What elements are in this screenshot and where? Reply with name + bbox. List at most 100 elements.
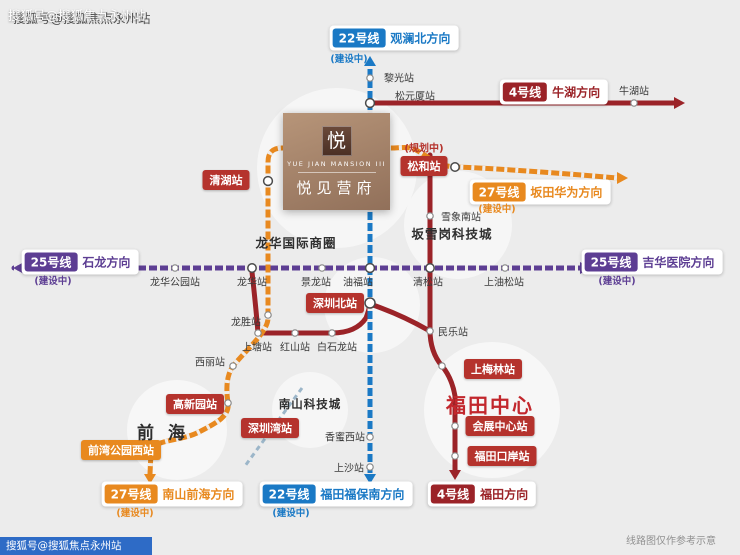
station-dot-longhuagongyuan <box>171 264 179 272</box>
station-label-longhua: 龙华站 <box>237 277 267 289</box>
line4-chip: 4号线 <box>502 82 548 102</box>
station-dot-xuexiangnan <box>426 212 434 220</box>
station-label-niuhu: 牛湖站 <box>619 86 649 98</box>
terminus-line4-north: 4号线 牛湖方向 <box>499 79 609 105</box>
station-planned-note: (规划中) <box>404 143 444 155</box>
terminus-line22-south: 22号线 福田福保南方向 <box>259 481 413 507</box>
line27-east-direction: 坂田华为方向 <box>530 185 603 200</box>
area-label-banxuegang: 坂雪岗科技城 <box>411 226 493 242</box>
line27-chip: 27号线 <box>472 182 526 202</box>
line25-chip: 25号线 <box>24 252 78 272</box>
station-dot-shangyousong <box>501 264 509 272</box>
station-badge-huizhan: 会展中心站 <box>465 416 535 436</box>
station-label-hongshan: 红山站 <box>280 342 310 354</box>
station-badge-shenzhenbei: 深圳北站 <box>306 293 364 313</box>
station-dot-youfu <box>364 262 376 274</box>
arrow-line22-south <box>364 474 376 484</box>
project-logo-en: YUE JIAN MANSION III <box>287 159 386 168</box>
station-label-shangtang: 上塘站 <box>242 342 272 354</box>
area-label-qianhai: 前 海 <box>137 423 189 444</box>
station-dot-longsheng <box>264 311 272 319</box>
terminus-line25-east: 25号线 吉华医院方向 <box>581 249 723 275</box>
station-dot-qingsong <box>425 263 435 273</box>
watermark-top: 搜狐号@搜狐焦点永州站 <box>8 8 146 23</box>
station-dot-songhe <box>450 162 460 172</box>
station-dot-niuhu <box>630 99 638 107</box>
station-label-longsheng: 龙胜站 <box>231 317 261 329</box>
station-label-liguang: 黎光站 <box>384 73 414 85</box>
station-label-xuexiangnan: 雪象南站 <box>441 212 481 224</box>
arrow-line27-east <box>617 172 628 184</box>
station-label-youfu: 油福站 <box>343 277 373 289</box>
arrow-line4-south <box>449 470 461 480</box>
line4-chip-south: 4号线 <box>430 484 476 504</box>
line22-chip: 22号线 <box>332 28 386 48</box>
line25-west-status: (建设中) <box>34 276 72 287</box>
terminus-line4-south: 4号线 福田方向 <box>427 481 537 507</box>
station-dot-qinghu <box>262 175 274 187</box>
station-dot-minle <box>426 327 434 335</box>
station-dot-futiankouan <box>451 452 459 460</box>
line22-north-direction: 观澜北方向 <box>390 31 451 46</box>
arrow-line25-west <box>13 262 24 274</box>
line25-east-status: (建设中) <box>598 276 636 287</box>
station-label-qingsong: 清松站 <box>413 277 443 289</box>
line25-east-direction: 吉华医院方向 <box>642 255 715 270</box>
station-dot-xili <box>229 362 237 370</box>
line25-west-direction: 石龙方向 <box>82 255 131 270</box>
station-badge-qinghu: 清湖站 <box>202 170 250 190</box>
station-badge-futiankouan: 福田口岸站 <box>467 446 537 466</box>
project-logo-name: 悦见营府 <box>296 178 377 197</box>
project-logo-emblem: 悦 <box>321 125 352 156</box>
station-dot-liguang <box>366 74 374 82</box>
watermark-top-shadow: 搜狐号@搜狐焦点永州站 <box>13 11 151 26</box>
station-dot-longhua <box>247 263 257 273</box>
area-label-longhua-biz: 龙华国际商圈 <box>255 235 337 251</box>
area-label-nanshan: 南山科技城 <box>278 397 342 411</box>
terminus-line27-south: 27号线 南山前海方向 <box>101 481 243 507</box>
station-badge-shangmeilin: 上梅林站 <box>464 359 522 379</box>
station-badge-gaoxinyuan: 高新园站 <box>166 394 224 414</box>
station-label-baishilong: 白石龙站 <box>317 342 357 354</box>
station-dot-hongshan <box>291 329 299 337</box>
line27-east-status: (建设中) <box>478 204 516 215</box>
line27-south-status: (建设中) <box>116 508 154 519</box>
station-dot-gaoxinyuan <box>224 399 232 407</box>
station-label-shangyousong: 上油松站 <box>484 277 524 289</box>
station-dot-jinglong <box>318 264 326 272</box>
station-dot-baishilong <box>328 329 336 337</box>
line22-chip-south: 22号线 <box>262 484 316 504</box>
station-label-minle: 民乐站 <box>438 327 468 339</box>
arrow-line4-north <box>674 97 685 109</box>
line22-south-status: (建设中) <box>272 508 310 519</box>
station-badge-qianwan: 前湾公园西站 <box>81 440 161 460</box>
station-badge-shenzhenwan: 深圳湾站 <box>241 418 299 438</box>
station-dot-songyuanxia <box>364 97 376 109</box>
station-dot-xiangmixi <box>366 433 374 441</box>
area-label-futian: 福田中心 <box>446 393 534 418</box>
project-logo-divider <box>297 171 376 173</box>
line25-chip-east: 25号线 <box>584 252 638 272</box>
map-disclaimer: 线路图仅作参考示意 <box>626 536 716 547</box>
watermark-bottom: 搜狐号@搜狐焦点永州站 <box>0 537 152 555</box>
project-logo: 悦 YUE JIAN MANSION III 悦见营府 <box>283 113 390 210</box>
line22-south-direction: 福田福保南方向 <box>320 487 405 502</box>
station-dot-shangmeilin <box>438 362 446 370</box>
station-label-songyuanxia: 松元厦站 <box>395 91 435 103</box>
station-dot-shenzhenbei <box>364 297 376 309</box>
station-label-longhuagongyuan: 龙华公园站 <box>150 277 200 289</box>
station-label-shangsha: 上沙站 <box>334 463 364 475</box>
arrow-line22-north <box>364 56 376 66</box>
station-dot-shangsha <box>366 463 374 471</box>
line22-north-status: (建设中) <box>330 54 368 65</box>
terminus-line25-west: 25号线 石龙方向 <box>21 249 139 275</box>
station-label-xili: 西丽站 <box>195 357 225 369</box>
line4-north-direction: 牛湖方向 <box>552 85 601 100</box>
arrow-line27-south <box>144 474 156 484</box>
terminus-line27-east: 27号线 坂田华为方向 <box>469 179 611 205</box>
terminus-line22-north: 22号线 观澜北方向 <box>329 25 459 51</box>
district-circle-futian <box>424 342 560 478</box>
station-dot-huizhan <box>451 422 459 430</box>
line27-south-direction: 南山前海方向 <box>162 487 235 502</box>
station-dot-shangtang <box>254 329 262 337</box>
